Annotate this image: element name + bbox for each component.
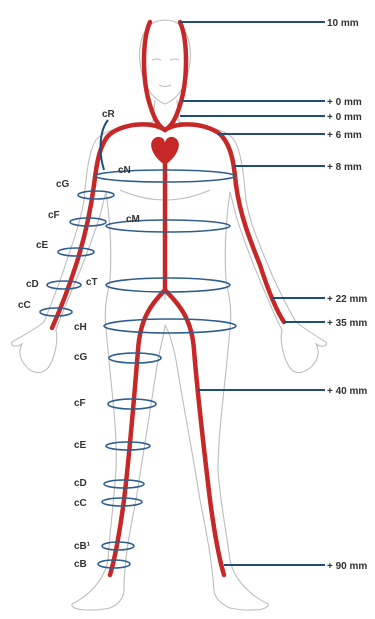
label-cB1: cB¹ — [74, 541, 91, 552]
eye-left — [152, 59, 161, 60]
label-cH: cH — [74, 322, 87, 333]
head-artery — [144, 22, 186, 130]
label-cG-arm: cG — [56, 179, 70, 190]
label-forearm: + 22 mm — [327, 294, 367, 305]
label-neck2: + 0 mm — [327, 112, 362, 123]
label-cG-leg: cG — [74, 352, 88, 363]
heart-icon — [151, 137, 179, 165]
label-cR: cR — [102, 109, 116, 120]
label-cF-leg: cF — [74, 398, 86, 409]
label-cE-leg: cE — [74, 440, 87, 451]
label-cT: cT — [86, 277, 98, 288]
label-cB: cB — [74, 559, 87, 570]
ring-cM — [106, 220, 230, 232]
label-thigh: + 40 mm — [327, 386, 367, 397]
ring-cE-arm — [58, 248, 94, 256]
label-cD-arm: cD — [26, 279, 39, 290]
label-ankle: + 90 mm — [327, 561, 367, 572]
right-side-outline — [165, 122, 326, 610]
label-head: 10 mm — [327, 18, 359, 29]
ring-cD-arm — [47, 281, 81, 289]
ring-cG-arm — [78, 191, 114, 199]
label-cF-arm: cF — [48, 210, 60, 221]
label-cD-leg: cD — [74, 478, 87, 489]
label-cE-arm: cE — [36, 240, 49, 251]
right-arm-artery — [236, 185, 284, 322]
label-neck1: + 0 mm — [327, 97, 362, 108]
artery-network — [52, 22, 284, 575]
label-shoulder: + 6 mm — [327, 130, 362, 141]
label-chest: + 8 mm — [327, 162, 362, 173]
ring-cH — [104, 319, 236, 333]
label-cN: cN — [118, 165, 131, 176]
left-side-outline — [12, 122, 165, 610]
label-cC-leg: cC — [74, 498, 87, 509]
eye-right — [170, 59, 179, 60]
leader-lines — [101, 22, 325, 565]
label-cM: cM — [126, 214, 140, 225]
label-cC-arm: cC — [18, 300, 31, 311]
mouth — [159, 85, 171, 87]
label-wrist: + 35 mm — [327, 318, 367, 329]
right-labels: 10 mm + 0 mm + 0 mm + 6 mm + 8 mm + 22 m… — [327, 18, 367, 572]
